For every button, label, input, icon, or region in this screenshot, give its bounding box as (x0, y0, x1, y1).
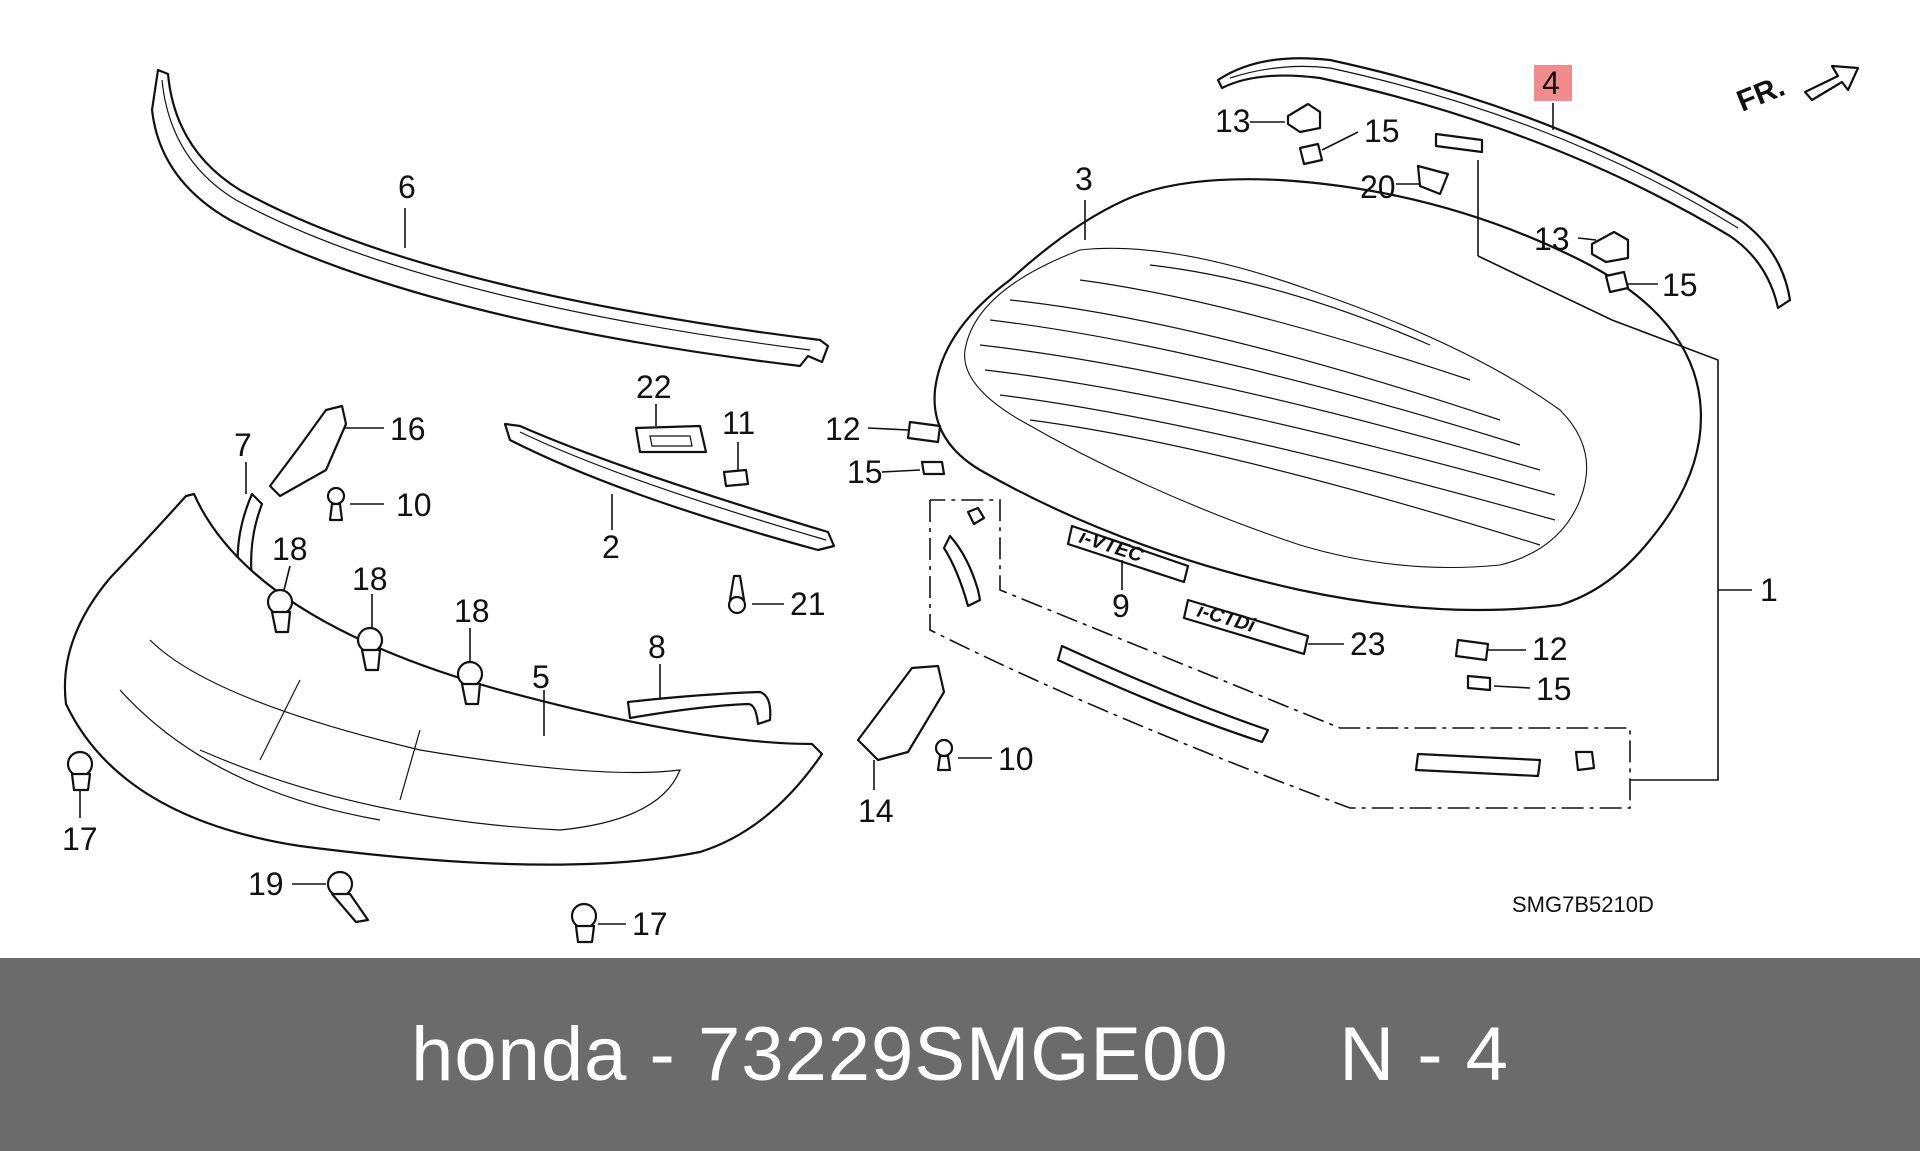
part-16-bracket (268, 404, 348, 498)
leader-12a (867, 427, 909, 431)
callout-12b: 12 (1532, 631, 1568, 667)
parts-diagram: 6 4 FR. 3 1 13 15 20 13 1 (62, 57, 1860, 944)
callout-14: 14 (858, 793, 894, 829)
part-8-strip (626, 690, 772, 726)
leader-13b (1577, 237, 1597, 241)
callout-21: 21 (790, 586, 826, 622)
part-15-fastener-d (1466, 674, 1492, 692)
callout-18b: 18 (352, 561, 388, 597)
callout-6: 6 (398, 169, 416, 205)
part-10-bolt-a (326, 486, 346, 522)
callout-16: 16 (390, 411, 426, 447)
part-3-rear-glass (933, 178, 1702, 612)
callout-18c: 18 (454, 593, 490, 629)
part-lower-strip (1056, 644, 1270, 744)
leader-18a (283, 565, 291, 591)
part-23-emblem: i-CTDi (1182, 598, 1310, 656)
callout-12a: 12 (825, 411, 861, 447)
callout-3: 3 (1075, 161, 1093, 197)
callout-10a: 10 (396, 487, 432, 523)
part-lower-trim (1414, 750, 1596, 778)
callout-9: 9 (1112, 588, 1130, 624)
leader-15c (881, 469, 921, 473)
part-18-clip-b (356, 626, 384, 672)
callout-20: 20 (1360, 169, 1396, 205)
part-12-clip-a (906, 420, 942, 444)
callout-1: 1 (1760, 572, 1778, 608)
front-direction-label: FR. (1732, 70, 1789, 119)
callout-7: 7 (234, 427, 252, 463)
callout-17a: 17 (62, 821, 98, 857)
callout-11: 11 (722, 405, 755, 441)
callout-22: 22 (636, 369, 672, 405)
part-14-bracket (856, 664, 946, 762)
parts-diagram-svg: 6 4 FR. 3 1 13 15 20 13 1 (62, 57, 1860, 944)
part-20-bracket (1416, 132, 1484, 196)
callout-15d: 15 (1536, 671, 1572, 707)
part-4-roof-molding (1216, 57, 1792, 310)
part-15-fastener-c (920, 460, 946, 476)
callout-10b: 10 (998, 741, 1034, 777)
part-15-fastener-a (1298, 142, 1324, 166)
callout-2: 2 (602, 529, 620, 565)
callout-15b: 15 (1662, 267, 1698, 303)
callout-15c: 15 (847, 454, 883, 490)
assembly-boundary (929, 499, 1631, 809)
part-15-fastener-b (1604, 270, 1630, 294)
front-arrow-icon (1803, 64, 1860, 102)
part-10-bolt-b (934, 738, 954, 772)
part-6-molding (150, 68, 830, 368)
callout-13b: 13 (1534, 221, 1570, 257)
callout-17b: 17 (632, 906, 668, 942)
part-12-clip-b (1454, 638, 1490, 662)
part-2-spoiler (503, 422, 836, 552)
callout-13a: 13 (1215, 103, 1251, 139)
part-13-clip-b (1590, 230, 1630, 264)
part-left-seal (942, 506, 986, 608)
part-21-screw (727, 574, 747, 615)
callout-23: 23 (1350, 626, 1386, 662)
bracket-1 (1477, 255, 1752, 781)
callout-15a: 15 (1364, 113, 1400, 149)
callout-4-highlight (1534, 65, 1572, 101)
part-13-clip-a (1286, 102, 1322, 134)
part-number-caption: honda - 73229SMGE00 N - 4 (411, 1012, 1509, 1097)
callout-8: 8 (648, 629, 666, 665)
callout-5: 5 (532, 659, 550, 695)
part-22-gasket (634, 424, 708, 454)
callout-18a: 18 (272, 531, 308, 567)
part-17-clip-a (66, 750, 94, 792)
diagram-code: SMG7B5210D (1512, 892, 1654, 917)
leader-15a (1321, 131, 1359, 151)
part-17-clip-b (570, 902, 598, 944)
callout-4: 4 (1542, 65, 1560, 101)
part-19-clip (326, 870, 370, 924)
callout-19: 19 (248, 866, 284, 902)
part-11-nut (722, 468, 750, 488)
caption-bar: honda - 73229SMGE00 N - 4 (0, 958, 1920, 1151)
part-18-clip-a (266, 588, 294, 634)
part-5-lower-panel (63, 492, 824, 866)
part-18-clip-c (456, 660, 484, 706)
leader-15d (1493, 685, 1531, 689)
